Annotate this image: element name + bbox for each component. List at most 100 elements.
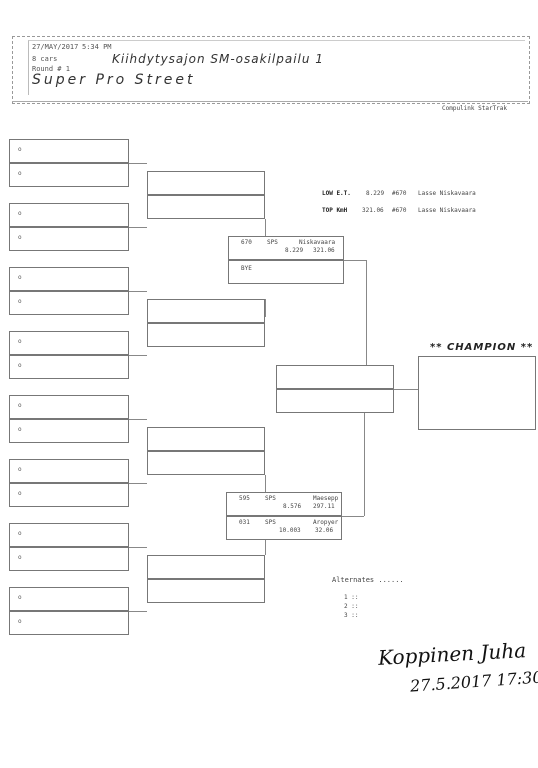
round2-slot xyxy=(147,579,265,603)
slot-marker: o xyxy=(18,146,22,153)
round3-slot: 031 SPS 10.003 Aropyer 32.06 xyxy=(226,516,342,540)
round3-slot: BYE xyxy=(228,260,344,284)
bracket-connector xyxy=(129,547,147,548)
champion-label: ** CHAMPION ** xyxy=(430,342,534,353)
round1-slot: o xyxy=(9,419,129,443)
round1-slot: o xyxy=(9,459,129,483)
bracket-connector xyxy=(265,475,266,493)
slot-marker: o xyxy=(18,490,22,497)
round1-slot: o xyxy=(9,331,129,355)
round1-slot: o xyxy=(9,267,129,291)
bracket-connector xyxy=(344,260,366,261)
low-et-driver: Lasse Niskavaara xyxy=(418,190,476,197)
bracket-connector xyxy=(129,291,147,292)
bye-label: BYE xyxy=(241,265,252,272)
header-frame xyxy=(12,36,530,104)
champion-box xyxy=(418,356,536,430)
header-rule xyxy=(12,101,528,102)
round1-slot: o xyxy=(9,587,129,611)
car-count: 8 cars xyxy=(32,55,58,63)
slot-marker: o xyxy=(18,362,22,369)
slot-marker: o xyxy=(18,234,22,241)
alternates-label: Alternates ...... xyxy=(332,576,404,584)
driver-name: Aropyer xyxy=(313,519,339,526)
top-kmh-car: #670 xyxy=(392,207,407,214)
car-number: 031 xyxy=(239,519,250,526)
bracket-connector xyxy=(265,540,266,555)
low-et-value: 8.229 xyxy=(366,190,385,197)
final-slot xyxy=(276,365,394,389)
print-time: 5:34 PM xyxy=(82,43,112,51)
alternate-item: 3 :: xyxy=(344,612,359,619)
bracket-connector xyxy=(342,516,364,517)
alternate-item: 1 :: xyxy=(344,594,359,601)
speed: 297.11 xyxy=(313,503,335,510)
round2-slot xyxy=(147,555,265,579)
header-inner-frame xyxy=(28,40,525,95)
vendor-label: Compulink StarTrak xyxy=(442,105,508,112)
top-kmh-driver: Lasse Niskavaara xyxy=(418,207,476,214)
slot-marker: o xyxy=(18,170,22,177)
round-number: Round # 1 xyxy=(32,65,70,73)
car-class: SPS xyxy=(267,239,278,246)
bracket-connector xyxy=(129,611,147,612)
round1-slot: o xyxy=(9,139,129,163)
round1-slot: o xyxy=(9,611,129,635)
round3-slot: 670 SPS 8.229 Niskavaara 321.06 xyxy=(228,236,344,260)
round3-slot: 595 SPS 8.576 Maesepp 297.11 xyxy=(226,492,342,516)
slot-marker: o xyxy=(18,530,22,537)
low-et-label: LOW E.T. xyxy=(322,190,351,197)
round1-slot: o xyxy=(9,523,129,547)
driver-name: Niskavaara xyxy=(299,239,336,246)
top-kmh-value: 321.06 xyxy=(362,207,384,214)
final-slot xyxy=(276,389,394,413)
round1-slot: o xyxy=(9,547,129,571)
slot-marker: o xyxy=(18,426,22,433)
round2-slot xyxy=(147,323,265,347)
bracket-connector xyxy=(129,483,147,484)
event-title: Kiihdytysajon SM-osakilpailu 1 xyxy=(112,52,324,66)
car-class: SPS xyxy=(265,495,276,502)
bracket-connector xyxy=(366,260,367,365)
round1-slot: o xyxy=(9,395,129,419)
slot-marker: o xyxy=(18,594,22,601)
print-date: 27/MAY/2017 xyxy=(32,43,79,51)
signature: Koppinen Juha xyxy=(377,638,527,670)
elapsed-time: 8.576 xyxy=(283,503,302,510)
speed: 32.06 xyxy=(315,527,334,534)
bracket-connector xyxy=(129,163,147,164)
slot-marker: o xyxy=(18,298,22,305)
elapsed-time: 10.003 xyxy=(279,527,301,534)
slot-marker: o xyxy=(18,466,22,473)
round1-slot: o xyxy=(9,483,129,507)
low-et-car: #670 xyxy=(392,190,407,197)
bracket-connector xyxy=(129,227,147,228)
slot-marker: o xyxy=(18,618,22,625)
bracket-connector xyxy=(129,419,147,420)
top-kmh-label: TOP KmH xyxy=(322,207,348,214)
elapsed-time: 8.229 xyxy=(285,247,304,254)
bracket-connector xyxy=(265,299,266,317)
round2-slot xyxy=(147,427,265,451)
slot-marker: o xyxy=(18,402,22,409)
round2-slot xyxy=(147,299,265,323)
bracket-connector xyxy=(364,413,365,516)
round1-slot: o xyxy=(9,203,129,227)
bracket-connector xyxy=(265,219,266,237)
round1-slot: o xyxy=(9,355,129,379)
round2-slot xyxy=(147,451,265,475)
round1-slot: o xyxy=(9,291,129,315)
bracket-connector xyxy=(129,355,147,356)
slot-marker: o xyxy=(18,210,22,217)
slot-marker: o xyxy=(18,554,22,561)
alternate-item: 2 :: xyxy=(344,603,359,610)
class-name: Super Pro Street xyxy=(32,72,196,88)
slot-marker: o xyxy=(18,274,22,281)
driver-name: Maesepp xyxy=(313,495,339,502)
car-class: SPS xyxy=(265,519,276,526)
car-number: 670 xyxy=(241,239,252,246)
round1-slot: o xyxy=(9,163,129,187)
speed: 321.06 xyxy=(313,247,335,254)
bracket-connector xyxy=(394,389,418,390)
round2-slot xyxy=(147,195,265,219)
